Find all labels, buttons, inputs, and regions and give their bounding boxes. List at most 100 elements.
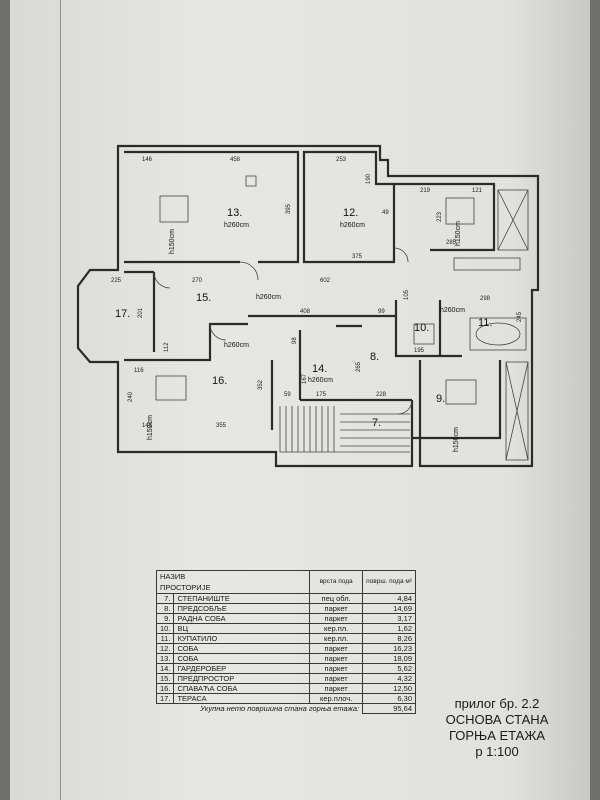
dim-label: 219: [420, 188, 431, 194]
dim-label: 270: [192, 278, 203, 284]
stair: [279, 406, 410, 453]
room-name: СОБА: [173, 643, 311, 654]
dim-label: 175: [316, 392, 327, 398]
dim-label: 190: [366, 173, 372, 184]
floor-area: 6,30: [362, 693, 416, 704]
room-name: ГАРДЕРОБЕР: [173, 663, 311, 674]
drawing-caption: прилог бр. 2.2 ОСНОВА СТАНА ГОРЊА ЕТАЖА …: [412, 696, 582, 760]
dim-label: 223: [437, 211, 443, 222]
dim-label: 355: [216, 423, 227, 429]
floor-type: кер.пл.: [309, 633, 364, 644]
dim-label: 49: [382, 210, 389, 216]
floor-area: 14,69: [362, 603, 416, 614]
caption-subtitle: ГОРЊА ЕТАЖА: [448, 728, 546, 743]
room-name: ПРЕДПРОСТОР: [173, 673, 311, 684]
room-height-12: h260cm: [340, 222, 365, 229]
caption-title: ОСНОВА СТАНА: [445, 712, 549, 727]
dim-label: 285: [446, 240, 457, 246]
row-number: 13.: [155, 653, 175, 664]
caption-attachment: прилог бр. 2.2: [454, 696, 540, 711]
dim-label: 59: [284, 392, 291, 398]
total-value: 95,64: [362, 703, 416, 714]
room-number-14: 14.: [312, 363, 327, 375]
dim-label: 146: [142, 157, 153, 163]
caption-scale: р 1:100: [475, 744, 519, 759]
floor-area: 12,50: [362, 683, 416, 694]
room-height-13: h260cm: [224, 222, 249, 229]
room-name: КУПАТИЛО: [173, 633, 311, 644]
row-number: 12.: [155, 643, 175, 654]
room-name: РАДНА СОБА: [173, 613, 311, 624]
floor-area: 3,17: [362, 613, 416, 624]
room-legend-table: НАЗИВ ПРОСТОРИЈЕ врста пода површ. пода …: [155, 570, 416, 714]
dim-label: 99: [378, 309, 385, 315]
dim-label: 195: [414, 348, 425, 354]
outer-walls: [76, 144, 540, 468]
room-number-9: 9.: [436, 393, 445, 405]
floor-area: 4,84: [362, 593, 416, 604]
room-number-16: 16.: [212, 375, 227, 387]
doors: [153, 247, 413, 415]
dim-label: 105: [404, 289, 410, 300]
floor-type: паркет: [309, 673, 364, 684]
dim-label: 98: [292, 337, 298, 344]
room-height-16: h260cm: [224, 342, 249, 349]
dim-label: 375: [352, 254, 363, 260]
floor-type: паркет: [309, 603, 364, 614]
floor-type: кер.плоч.: [309, 693, 364, 704]
dim-label: 352: [258, 379, 264, 390]
dim-label: 395: [286, 203, 292, 214]
row-number: 11.: [155, 633, 175, 644]
room-height-15: h260cm: [256, 294, 281, 301]
floor-type: паркет: [309, 643, 364, 654]
dim-label: 458: [230, 157, 241, 163]
legend-total-row: Укупна нето површина стана горња етажа: …: [157, 703, 416, 714]
room-height-14: h260cm: [308, 377, 333, 384]
dim-label: 253: [336, 157, 347, 163]
dim-label: 145: [142, 423, 153, 429]
floor-type: паркет: [309, 683, 364, 694]
room-name: СПАВАЋА СОБА: [173, 683, 311, 694]
legend-header-name: НАЗИВ ПРОСТОРИЈЕ: [155, 570, 311, 594]
windows: [155, 175, 529, 461]
floor-type: пец обл.: [309, 593, 364, 604]
room-number-17: 17.: [115, 308, 130, 320]
floor-type: кер.пл.: [309, 623, 364, 634]
room-number-15: 15.: [196, 292, 211, 304]
dim-label: 116: [134, 368, 144, 374]
row-number: 10.: [155, 623, 175, 634]
room-height-10: h260cm: [440, 307, 465, 314]
dim-label: 121: [472, 188, 483, 194]
legend-header-row: НАЗИВ ПРОСТОРИЈЕ врста пода површ. пода …: [155, 570, 416, 594]
room-name: СОБА: [173, 653, 311, 664]
dim-label: 265: [356, 361, 362, 372]
floor-area: 1,62: [362, 623, 416, 634]
floor-type: паркет: [309, 613, 364, 624]
total-label: Укупна нето површина стана горња етажа:: [200, 704, 360, 714]
paper-shadow: [510, 0, 590, 800]
room-name: ПРЕДСОБЉЕ: [173, 603, 311, 614]
room-name: СТЕПАНИШТЕ: [173, 593, 311, 604]
floor-type: паркет: [309, 653, 364, 664]
row-number: 17.: [155, 693, 175, 704]
row-number: 14.: [155, 663, 175, 674]
dim-label: 298: [480, 296, 491, 302]
row-number: 8.: [155, 603, 175, 614]
room-name: ТЕРАСА: [173, 693, 311, 704]
room-number-10: 10.: [414, 322, 429, 334]
dim-label: 112: [164, 342, 170, 352]
floor-type: паркет: [309, 663, 364, 674]
floor-area: 18,09: [362, 653, 416, 664]
dim-label: 245: [517, 311, 523, 322]
